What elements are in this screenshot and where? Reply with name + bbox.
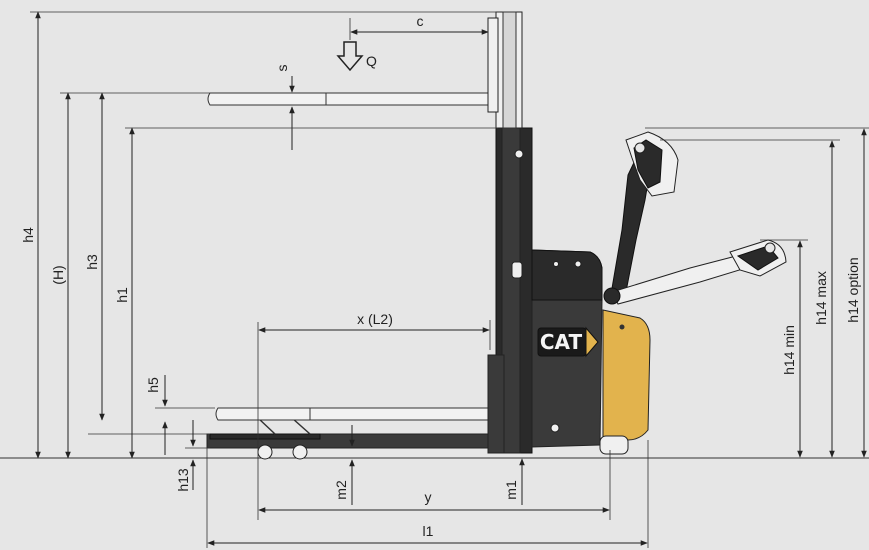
label-l1: l1	[423, 523, 434, 539]
dim-h14-min: h14 min	[781, 240, 803, 458]
fork-bracket-2	[291, 417, 311, 435]
fork-carriage	[487, 17, 499, 113]
label-m1: m1	[503, 480, 519, 500]
label-q: Q	[366, 53, 377, 69]
dim-h3: h3	[84, 92, 105, 421]
chassis-upper	[531, 249, 603, 301]
dim-m1: m1	[503, 458, 525, 505]
tow-hook	[511, 261, 523, 279]
drive-wheel	[599, 435, 629, 455]
dim-l1: l1	[206, 440, 649, 548]
cat-logo: CAT	[537, 326, 599, 358]
load-wheel-front	[257, 444, 273, 460]
tiller-lowered	[603, 239, 787, 305]
dim-h14-option: h14 option	[845, 128, 867, 458]
label-h14-max: h14 max	[813, 271, 829, 325]
fork-bracket	[257, 417, 276, 435]
chassis-bolt-2	[550, 423, 560, 433]
base-leg-top	[209, 433, 321, 440]
label-c: c	[417, 13, 424, 29]
label-h4: h4	[20, 227, 36, 243]
label-h3: h3	[84, 254, 100, 270]
dim-m2: m2	[333, 425, 355, 505]
mast-top-inner	[502, 11, 517, 129]
label-h14-min: h14 min	[781, 325, 797, 375]
mast-bolt	[514, 149, 524, 159]
label-h1: h1	[114, 287, 130, 303]
dim-h13: h13	[175, 420, 210, 492]
mast-lower-guard	[487, 354, 505, 454]
load-arrow-q: Q	[336, 41, 377, 72]
tiller-upright	[609, 131, 679, 303]
load-wheel-rear	[292, 444, 308, 460]
dim-h1: h1	[114, 127, 135, 459]
chassis-bolt-3	[553, 261, 559, 267]
label-m2: m2	[333, 480, 349, 500]
label-h: (H)	[50, 265, 66, 284]
mast-inner	[501, 127, 521, 454]
label-x-l2: x (L2)	[357, 311, 393, 327]
raised-fork	[207, 92, 497, 106]
chassis-bolt	[574, 260, 582, 268]
label-h13: h13	[175, 468, 191, 492]
dim-h: (H)	[50, 92, 71, 459]
label-y: y	[425, 489, 432, 505]
cover-screw	[619, 324, 625, 330]
dim-h4: h4	[20, 11, 41, 459]
lower-fork	[215, 407, 489, 421]
label-h14-option: h14 option	[845, 257, 861, 322]
dim-s: s	[274, 65, 295, 150]
yellow-cover	[602, 309, 651, 441]
dim-h14-max: h14 max	[813, 140, 835, 458]
dim-y: y	[258, 450, 611, 520]
dim-x-l2: x (L2)	[257, 311, 491, 520]
label-s: s	[274, 65, 290, 72]
stacker-truck: CAT	[206, 11, 787, 460]
dim-h5: h5	[145, 375, 215, 455]
cat-logo-text: CAT	[540, 330, 583, 354]
dim-c: c	[349, 13, 489, 40]
label-h5: h5	[145, 377, 161, 393]
